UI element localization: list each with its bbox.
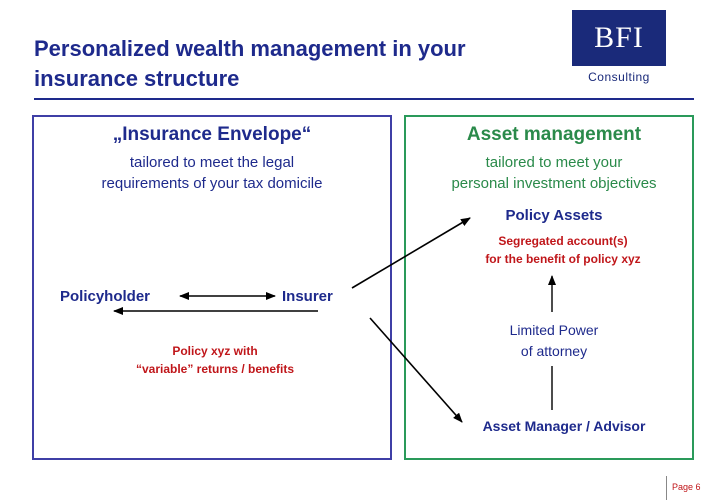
asset-management-subtitle-line2: personal investment objectives — [451, 175, 657, 192]
policy-assets-label: Policy Assets — [505, 207, 603, 224]
segregated-line1: Segregated account(s) — [498, 234, 628, 248]
insurer-to-asset-manager-arrow — [369, 317, 463, 423]
policy-note: Policy xyz with “variable” returns / ben… — [60, 342, 370, 378]
limited-power-line1: Limited Power — [509, 322, 599, 338]
segregated-line2: for the benefit of policy xyz — [485, 252, 641, 266]
asset-management-subtitle: tailored to meet your personal investmen… — [404, 152, 704, 194]
header-divider — [34, 98, 694, 100]
envelope-subtitle: tailored to meet the legal requirements … — [32, 152, 392, 194]
envelope-title: „Insurance Envelope“ — [112, 124, 312, 145]
asset-management-box — [404, 115, 694, 460]
envelope-subtitle-line2: requirements of your tax domicile — [101, 175, 323, 192]
page-title: Personalized wealth management in your i… — [34, 36, 466, 91]
policyholder-label: Policyholder — [60, 288, 151, 305]
asset-manager-label: Asset Manager / Advisor — [482, 418, 646, 434]
insurance-envelope-box — [32, 115, 392, 460]
limited-power-line2: of attorney — [520, 343, 588, 359]
bfi-logo: BFI — [572, 10, 666, 66]
asset-management-title: Asset management — [466, 124, 642, 145]
policy-note-line1: Policy xyz with — [172, 344, 258, 358]
page-number: Page 6 — [672, 482, 701, 492]
policy-note-line2: “variable” returns / benefits — [135, 362, 295, 376]
limited-power-label: Limited Power of attorney — [404, 320, 704, 362]
asset-management-subtitle-line1: tailored to meet your — [485, 154, 623, 171]
footer-divider — [666, 476, 667, 500]
envelope-subtitle-line1: tailored to meet the legal — [129, 154, 295, 171]
insurer-to-policy-assets-arrow — [351, 217, 471, 289]
insurer-label: Insurer — [282, 288, 333, 305]
segregated-account-note: Segregated account(s) for the benefit of… — [404, 232, 722, 268]
logo-subtitle: Consulting — [588, 70, 650, 84]
